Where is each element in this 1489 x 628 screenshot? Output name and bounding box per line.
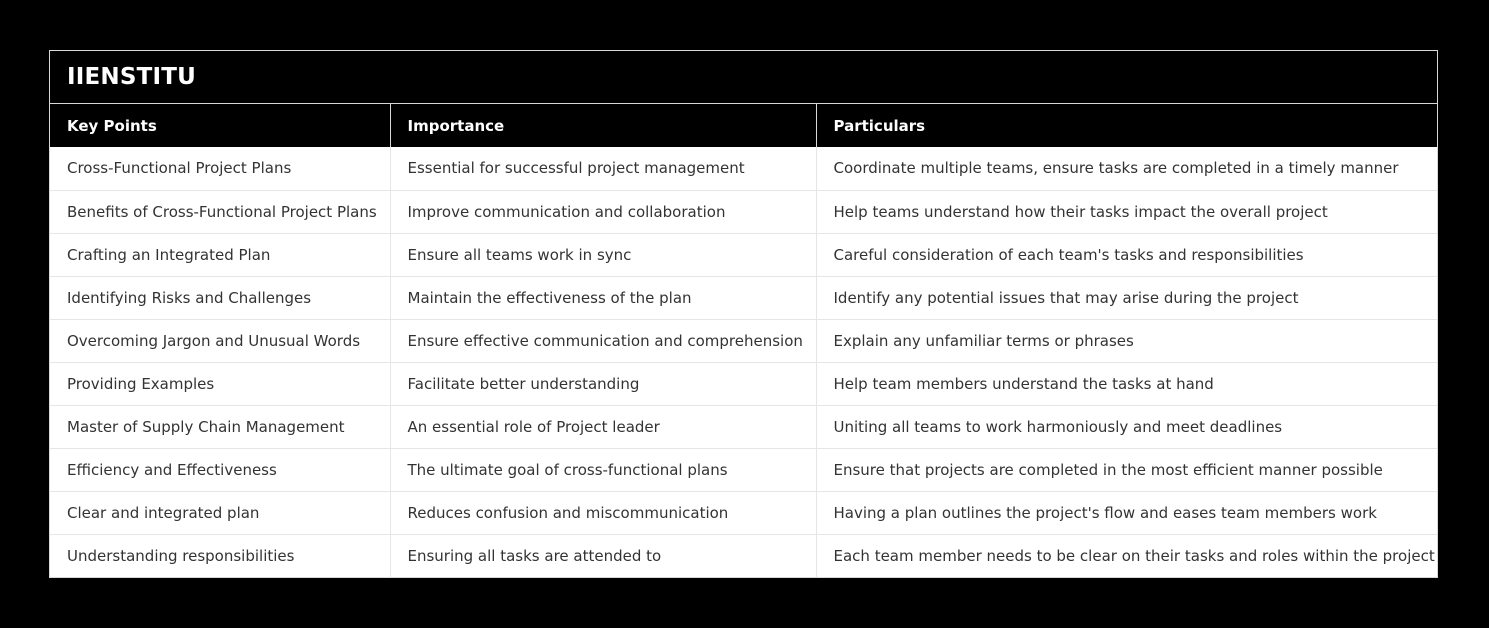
cell-particulars: Help team members understand the tasks a…: [816, 361, 1437, 405]
cell-importance: Facilitate better understanding: [390, 361, 817, 405]
cell-importance: Ensure effective communication and compr…: [390, 318, 817, 362]
cell-particulars: Having a plan outlines the project's flo…: [816, 490, 1437, 534]
cell-key-points: Overcoming Jargon and Unusual Words: [50, 318, 391, 362]
brand-header: IIENSTITU: [50, 51, 1437, 104]
cell-particulars: Ensure that projects are completed in th…: [816, 447, 1437, 491]
cell-particulars: Help teams understand how their tasks im…: [816, 189, 1437, 233]
column-header-particulars: Particulars: [816, 104, 1437, 147]
cell-particulars: Coordinate multiple teams, ensure tasks …: [816, 147, 1437, 190]
cell-key-points: Providing Examples: [50, 361, 391, 405]
column-header-importance: Importance: [390, 104, 817, 147]
cell-particulars: Uniting all teams to work harmoniously a…: [816, 404, 1437, 448]
cell-importance: Maintain the effectiveness of the plan: [390, 275, 817, 319]
cell-particulars: Explain any unfamiliar terms or phrases: [816, 318, 1437, 362]
cell-key-points: Cross-Functional Project Plans: [50, 147, 391, 190]
column-header-key-points: Key Points: [50, 104, 391, 147]
table-header-row-group: Key Points Importance Particulars: [50, 104, 1437, 147]
cell-importance: An essential role of Project leader: [390, 404, 817, 448]
cell-particulars: Each team member needs to be clear on th…: [816, 533, 1437, 577]
cell-key-points: Benefits of Cross-Functional Project Pla…: [50, 189, 391, 233]
key-points-table: Key Points Importance Particulars Cross-…: [50, 104, 1437, 577]
cell-importance: Improve communication and collaboration: [390, 189, 817, 233]
table-row: Benefits of Cross-Functional Project Pla…: [50, 189, 1437, 233]
cell-importance: Essential for successful project managem…: [390, 147, 817, 190]
cell-key-points: Crafting an Integrated Plan: [50, 232, 391, 276]
cell-particulars: Identify any potential issues that may a…: [816, 275, 1437, 319]
cell-key-points: Understanding responsibilities: [50, 533, 391, 577]
table-header-row: Key Points Importance Particulars: [50, 104, 1437, 147]
table-card: IIENSTITU Key Points Importance Particul…: [49, 50, 1438, 578]
cell-key-points: Identifying Risks and Challenges: [50, 275, 391, 319]
cell-importance: Ensure all teams work in sync: [390, 232, 817, 276]
brand-title: IIENSTITU: [67, 63, 197, 90]
cell-importance: Ensuring all tasks are attended to: [390, 533, 817, 577]
cell-importance: Reduces confusion and miscommunication: [390, 490, 817, 534]
cell-importance: The ultimate goal of cross-functional pl…: [390, 447, 817, 491]
cell-particulars: Careful consideration of each team's tas…: [816, 232, 1437, 276]
cell-key-points: Efficiency and Effectiveness: [50, 447, 391, 491]
cell-key-points: Master of Supply Chain Management: [50, 404, 391, 448]
cell-key-points: Clear and integrated plan: [50, 490, 391, 534]
